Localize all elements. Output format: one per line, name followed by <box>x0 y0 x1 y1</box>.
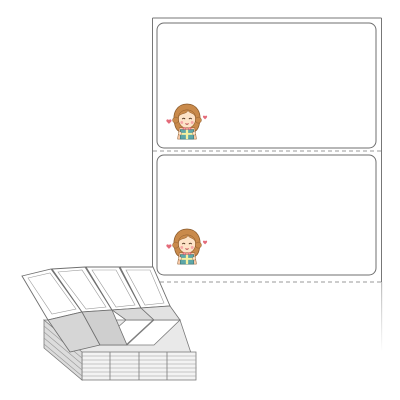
label-2 <box>156 154 377 276</box>
label-1 <box>156 22 377 149</box>
fanfold-stack-illustration <box>21 266 197 381</box>
fanfold-lifted-sheet <box>21 266 181 353</box>
